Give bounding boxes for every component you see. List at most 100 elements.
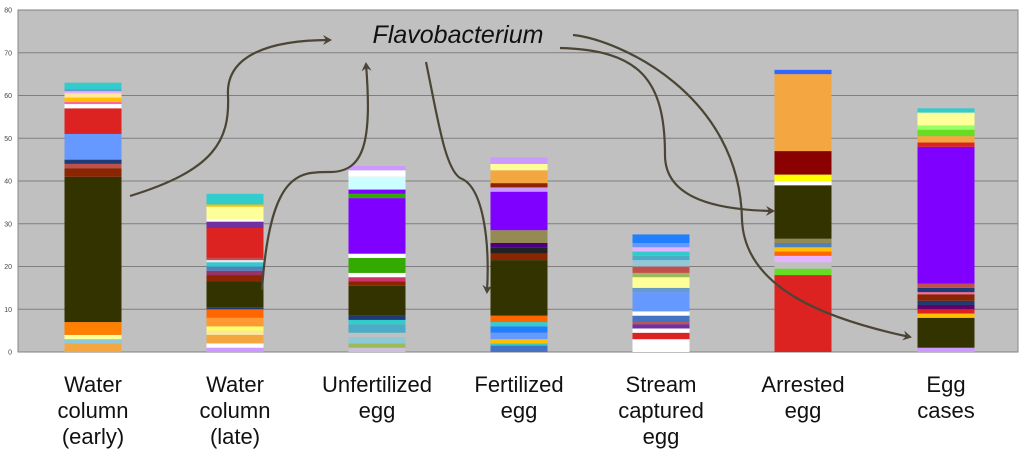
bar-segment — [64, 159, 122, 164]
category-label-line: egg — [785, 398, 822, 423]
bar-stack — [64, 82, 122, 352]
bar-segment — [490, 339, 548, 344]
bar-segment — [917, 142, 975, 147]
category-label-line: captured — [618, 398, 704, 423]
bar-segment — [632, 292, 690, 312]
annotation-flavobacterium: Flavobacterium — [373, 21, 544, 49]
bar-segment — [490, 230, 548, 243]
bar-segment — [64, 339, 122, 344]
y-tick-label: 20 — [4, 264, 12, 271]
bar-segment — [206, 270, 264, 276]
bar-segment — [917, 300, 975, 305]
category-label-line: Unfertilized — [322, 372, 432, 397]
bar-segment — [632, 272, 690, 278]
bar-segment — [632, 247, 690, 252]
bar-segment — [632, 234, 690, 243]
bar-segment — [490, 253, 548, 261]
bar-segment — [348, 347, 406, 352]
bar-segment — [348, 324, 406, 333]
bar-segment — [206, 317, 264, 327]
category-label-line: column — [58, 398, 129, 423]
bar-segment — [64, 82, 122, 90]
bar-segment — [64, 104, 122, 109]
bar-segment — [774, 251, 832, 256]
annotation-arrow — [572, 33, 912, 341]
bar-segment — [348, 193, 406, 199]
bar-segment — [348, 315, 406, 320]
gridlines — [18, 9, 1018, 353]
bar-segment — [917, 129, 975, 137]
category-label-line: Fertilized — [474, 372, 563, 397]
bar-segment — [206, 281, 264, 308]
bar-segment — [64, 101, 122, 105]
bar-segment — [348, 281, 406, 286]
bar-segment — [632, 311, 690, 316]
bar-segment — [632, 324, 690, 329]
y-tick-label: 50 — [4, 136, 12, 143]
bar-segment — [632, 266, 690, 273]
bar-segment — [206, 260, 264, 263]
bar-segment — [64, 89, 122, 92]
annotation-arrows — [129, 33, 912, 341]
bar-segment — [348, 257, 406, 273]
bar-segment — [64, 343, 122, 352]
bar-segment — [206, 219, 264, 222]
bar-segment — [917, 317, 975, 348]
bar-segment — [206, 307, 264, 310]
bar-segment — [490, 326, 548, 333]
annotation-arrow — [260, 62, 372, 291]
bar-segment — [490, 191, 548, 231]
bar-segment — [632, 315, 690, 323]
bar-segment — [206, 330, 264, 335]
bar-segment — [490, 260, 548, 316]
y-tick-label: 0 — [8, 350, 12, 357]
bar-segment — [206, 257, 264, 261]
bar-segment — [206, 204, 264, 207]
bar-segment — [206, 193, 264, 205]
bar-segment — [917, 309, 975, 314]
bar-segment — [632, 242, 690, 248]
bar-segment — [64, 163, 122, 169]
bar-segment — [64, 322, 122, 335]
bar-segment — [917, 283, 975, 288]
bar-segment — [348, 277, 406, 282]
bar-segment — [348, 285, 406, 316]
bar-segment — [917, 146, 975, 284]
bar-segment — [348, 332, 406, 338]
category-label-line: egg — [501, 398, 538, 423]
y-tick-label: 60 — [4, 93, 12, 100]
bar-segment — [774, 262, 832, 269]
bar-segment — [348, 343, 406, 348]
bar-segment — [774, 181, 832, 186]
bar-segment — [917, 292, 975, 295]
bar-segment — [206, 262, 264, 267]
bar-segment — [917, 108, 975, 113]
category-label-line: egg — [643, 424, 680, 449]
annotation-arrow — [559, 46, 775, 216]
category-label-line: Water — [206, 372, 264, 397]
bar-segment — [348, 166, 406, 171]
bar-segment — [632, 287, 690, 293]
bar-segment — [348, 319, 406, 325]
bar-segment — [64, 133, 122, 160]
bar-segment — [917, 294, 975, 301]
bar-stack — [206, 193, 264, 352]
bar-segment — [348, 253, 406, 258]
bar-segment — [917, 313, 975, 318]
bar-segment — [774, 185, 832, 239]
annotation-arrow — [129, 35, 332, 198]
bar-segment — [206, 326, 264, 331]
bar-segment — [632, 260, 690, 267]
bar-segment — [774, 242, 832, 248]
category-label-line: (late) — [210, 424, 260, 449]
bar-segment — [774, 74, 832, 152]
bar-segment — [490, 332, 548, 340]
bar-segment — [64, 168, 122, 177]
bar-segment — [490, 157, 548, 164]
bar-segment — [490, 163, 548, 171]
